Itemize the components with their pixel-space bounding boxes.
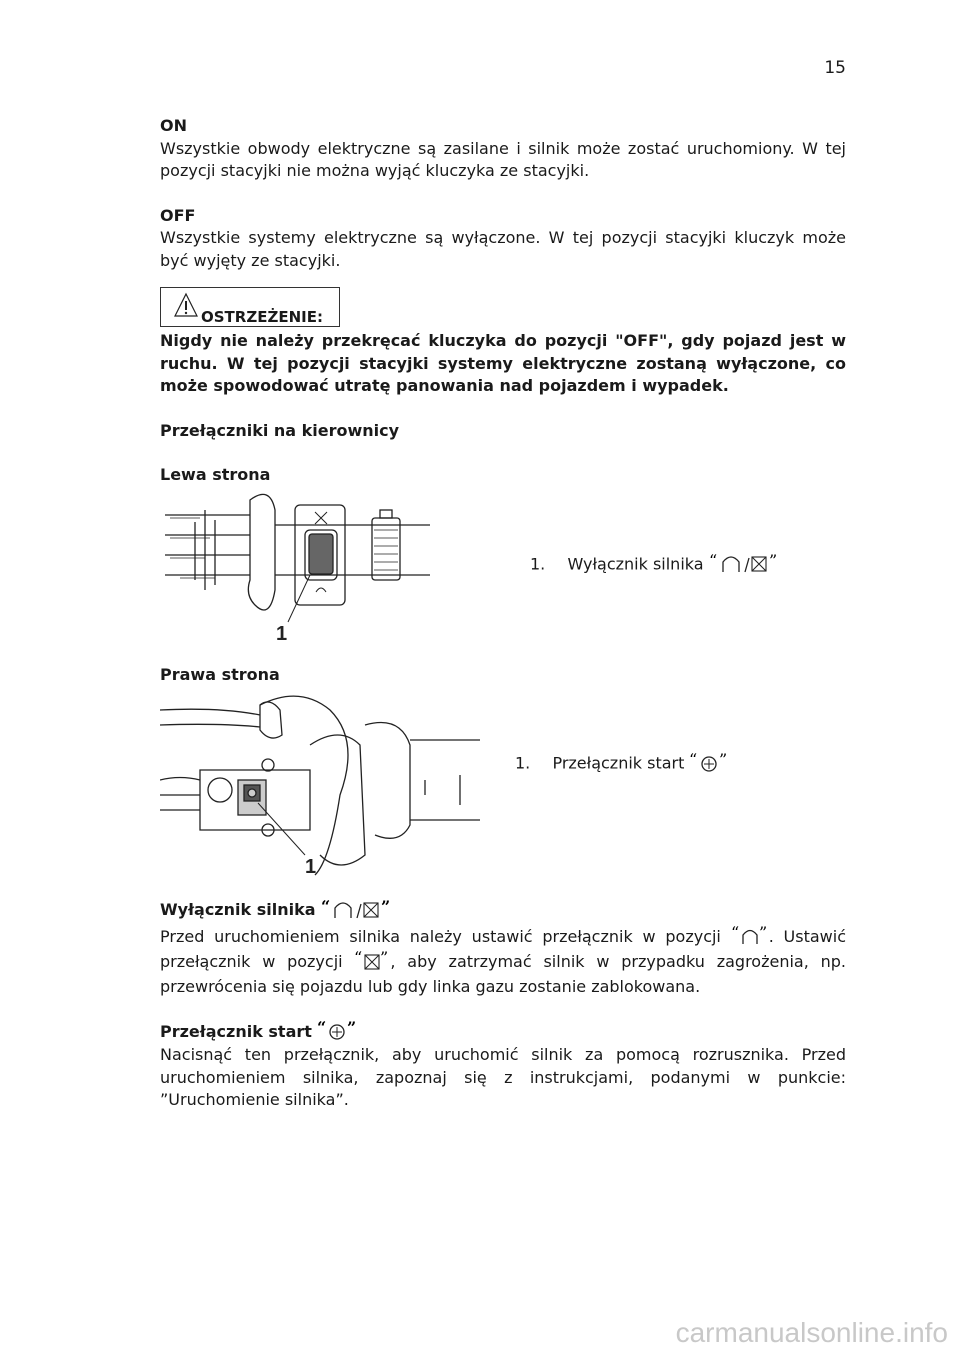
svg-text:“: “ [709, 552, 717, 570]
svg-text:”: ” [769, 552, 777, 570]
warning-box: OSTRZEŻENIE: [160, 287, 340, 327]
right-handlebar-illustration: 1 [160, 695, 480, 878]
right-side-heading: Prawa strona [160, 665, 280, 684]
engine-stop-icon: “ ” [354, 951, 389, 970]
svg-text:“: “ [321, 898, 330, 916]
right-callout-number: 1 [305, 856, 316, 878]
right-caption: 1. Przełącznik start “ ” [515, 751, 731, 777]
left-caption-number: 1. [530, 554, 546, 574]
starter-icon: “ ” [317, 1020, 356, 1040]
off-text: Wszystkie systemy elektryczne są wyłączo… [160, 228, 846, 270]
engine-switch-heading: Wyłącznik silnika [160, 900, 316, 919]
warning-text: Nigdy nie należy przekręcać kluczyka do … [160, 331, 846, 395]
on-text: Wszystkie obwody elektryczne są zasilane… [160, 138, 846, 181]
warning-label: OSTRZEŻENIE: [201, 308, 323, 326]
page-number: 15 [824, 58, 846, 78]
svg-text:”: ” [719, 751, 727, 769]
svg-text:”: ” [759, 926, 767, 942]
warning-triangle-icon [174, 292, 198, 317]
engine-switch-text-c: , aby zatrzymać silnik w przypadku zagro… [160, 951, 846, 996]
right-caption-text: Przełącznik start [552, 753, 685, 773]
page-content: ON Wszystkie obwody elektryczne są zasil… [160, 115, 846, 272]
svg-text:”: ” [380, 951, 388, 967]
starter-icon: “ ” [689, 751, 728, 772]
left-caption-text: Wyłącznik silnika [567, 554, 704, 574]
svg-text:”: ” [347, 1020, 356, 1037]
handlebar-heading: Przełączniki na kierownicy [160, 420, 400, 440]
left-side-heading: Lewa strona [160, 465, 271, 484]
right-caption-number: 1. [515, 753, 531, 773]
engine-switch-text-b: . Ustawić przełącznik w pozycji [160, 926, 847, 971]
svg-text:“: “ [354, 951, 362, 967]
engine-run-stop-icon: “ ” [709, 552, 777, 573]
left-callout-number: 1 [276, 623, 287, 645]
start-switch-text: Nacisnąć ten przełącznik, aby uruchomić … [160, 1045, 846, 1109]
svg-text:”: ” [381, 898, 390, 916]
engine-run-icon: “ ” [731, 926, 767, 944]
engine-run-stop-icon: “ ” [321, 898, 390, 918]
left-caption: 1. Wyłącznik silnika “ ” [530, 552, 781, 578]
svg-text:“: “ [731, 926, 739, 942]
svg-text:“: “ [317, 1020, 326, 1037]
start-switch-heading: Przełącznik start [160, 1021, 312, 1041]
on-title: ON [160, 116, 187, 135]
svg-text:“: “ [689, 751, 697, 769]
watermark: carmanualsonline.info [675, 1317, 948, 1348]
engine-switch-text-a: Przed uruchomieniem silnika należy ustaw… [160, 926, 721, 946]
off-title: OFF [160, 205, 196, 225]
left-handlebar-illustration: 1 [165, 493, 430, 645]
